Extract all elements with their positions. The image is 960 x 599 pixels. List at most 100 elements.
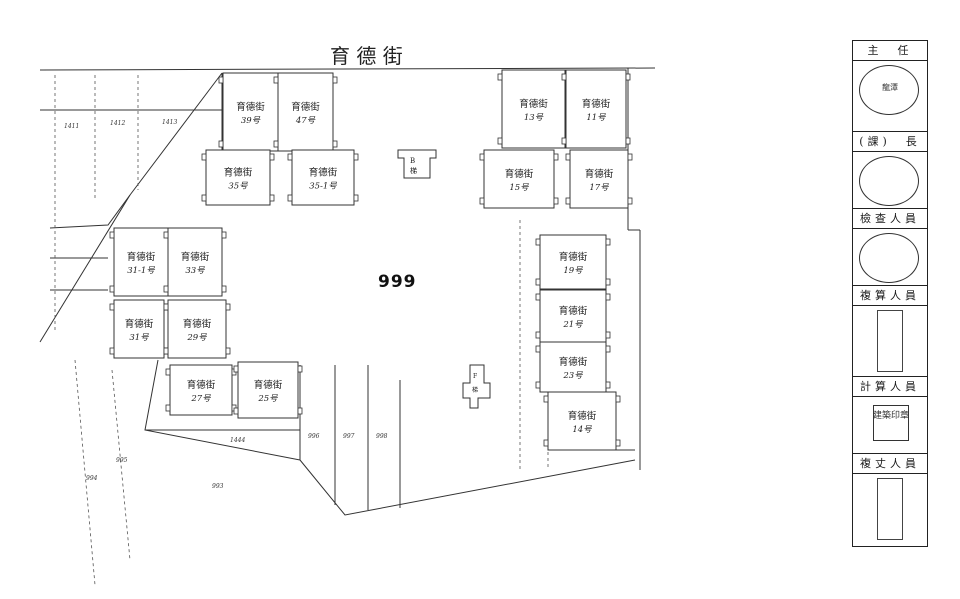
seal-round-1 xyxy=(859,65,919,115)
parcel-1411: 1411 xyxy=(64,123,79,130)
building-notch xyxy=(225,347,231,355)
building-name: 育德街 xyxy=(236,101,265,113)
building-notch xyxy=(535,238,541,246)
stamp-calculator: 建築印章 xyxy=(853,397,927,454)
building-name: 育德街 xyxy=(187,379,216,391)
building-name: 育德街 xyxy=(127,251,156,263)
approval-panel: 主 任 龍潭 (課) 長 檢查人員 複算人員 計算人員 建築印章 複丈人員 xyxy=(852,40,928,547)
street-title: 育 德 街 xyxy=(330,44,403,68)
building-notch xyxy=(535,381,541,389)
building-notch xyxy=(273,140,279,148)
building-notch xyxy=(163,285,169,293)
building-outline xyxy=(501,69,566,149)
parcel-998: 998 xyxy=(376,433,388,440)
building-notch xyxy=(221,285,227,293)
building-name: 育德街 xyxy=(568,410,597,422)
building-notch xyxy=(553,153,559,161)
building-notch xyxy=(109,303,115,311)
stamp-calculator-text: 建築印章 xyxy=(873,411,910,421)
building-notch xyxy=(615,395,621,403)
building-outline xyxy=(113,227,169,297)
building-notch xyxy=(535,293,541,301)
building-notch xyxy=(163,303,169,311)
building-outline xyxy=(565,69,627,149)
parcel-1444: 1444 xyxy=(230,437,245,444)
building-notch xyxy=(233,407,239,415)
building-notch xyxy=(605,293,611,301)
stamp-director-text: 龍潭 xyxy=(882,83,898,92)
building-b18: 育德街 14号 xyxy=(543,391,621,451)
building-name: 育德街 xyxy=(559,356,588,368)
stamp-inspector xyxy=(853,229,927,286)
building-notch xyxy=(565,153,571,161)
building-number: 25号 xyxy=(257,394,278,404)
parcel-993: 993 xyxy=(212,483,224,490)
building-notch xyxy=(163,347,169,355)
stamp-section-chief xyxy=(853,152,927,209)
building-notch xyxy=(561,73,567,81)
building-notch xyxy=(497,73,503,81)
building-name: 育德街 xyxy=(181,251,210,263)
building-name: 育德街 xyxy=(254,379,283,391)
building-name: 育德街 xyxy=(585,168,614,180)
seal-square xyxy=(873,405,909,441)
building-number: 23号 xyxy=(562,371,583,381)
building-notch xyxy=(615,439,621,447)
building-notch xyxy=(353,153,359,161)
building-number: 13号 xyxy=(524,113,544,123)
building-notch xyxy=(165,368,171,376)
building-notch xyxy=(605,238,611,246)
building-number: 14号 xyxy=(572,425,592,435)
building-number: 19号 xyxy=(563,266,583,276)
building-notch xyxy=(479,197,485,205)
seal-round-3 xyxy=(859,233,919,283)
building-b8: 育德街 17号 xyxy=(565,149,633,209)
building-number: 33号 xyxy=(185,266,205,276)
building-notch xyxy=(201,153,207,161)
panel-rechecker: 複算人員 xyxy=(853,286,927,306)
building-name: 育德街 xyxy=(505,168,534,180)
building-notch xyxy=(627,197,633,205)
building-notch xyxy=(625,73,631,81)
stair-f-char: 梯 xyxy=(472,386,478,394)
building-outline xyxy=(483,149,555,209)
building-notch xyxy=(109,347,115,355)
building-notch xyxy=(565,197,571,205)
building-name: 育德街 xyxy=(224,167,253,179)
stamp-surveyor xyxy=(853,474,927,546)
building-notch xyxy=(332,140,338,148)
building-notch xyxy=(221,231,227,239)
building-notch xyxy=(225,303,231,311)
building-name: 育德街 xyxy=(125,318,154,330)
panel-surveyor: 複丈人員 xyxy=(853,454,927,474)
building-notch xyxy=(605,345,611,353)
building-notch xyxy=(269,194,275,202)
parcel-1413: 1413 xyxy=(162,119,177,126)
building-outline xyxy=(539,234,607,290)
building-outline xyxy=(113,299,165,359)
building-notch xyxy=(163,231,169,239)
building-name: 育德街 xyxy=(183,318,212,330)
building-notch xyxy=(605,381,611,389)
building-notch xyxy=(165,404,171,412)
building-name: 育德街 xyxy=(559,251,588,263)
building-number: 17号 xyxy=(589,183,609,193)
building-outline xyxy=(169,364,233,416)
building-number: 35-1号 xyxy=(309,182,337,192)
building-notch xyxy=(269,153,275,161)
building-b12: 育德街 29号 xyxy=(163,299,231,359)
building-outline xyxy=(291,149,355,206)
building-number: 29号 xyxy=(186,333,207,343)
building-notch xyxy=(605,278,611,286)
parcel-995: 995 xyxy=(116,457,128,464)
seal-vertical-1 xyxy=(877,310,903,372)
